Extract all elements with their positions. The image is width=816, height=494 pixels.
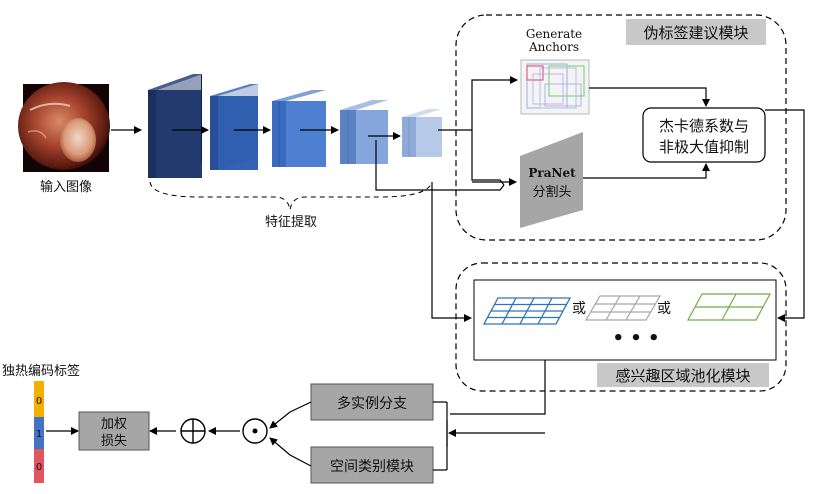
weighted-loss-label-1: 加权 xyxy=(101,416,127,432)
feature-block-3 xyxy=(272,90,326,167)
feature-extraction-brace xyxy=(149,181,433,211)
grid-ellipsis: • • • xyxy=(612,328,659,349)
pranet-label-2: 分割头 xyxy=(532,184,571,200)
roi-title: 感兴趣区域池化模块 xyxy=(615,367,750,385)
sum-icon xyxy=(180,418,206,444)
nms-box xyxy=(642,107,766,163)
one-hot-cell-2 xyxy=(34,449,44,483)
roi-pooling-module xyxy=(455,262,787,392)
one-hot-value-1: 1 xyxy=(36,429,42,440)
grid-2x2 xyxy=(686,293,772,321)
pseudo-label-arrows xyxy=(375,76,805,322)
pseudo-label-title: 伪标签建议模块 xyxy=(643,24,748,42)
one-hot-value-0: 0 xyxy=(36,396,42,407)
or-label-2: 或 xyxy=(657,301,671,317)
pseudo-label-module xyxy=(455,14,787,241)
spatial-category-label: 空间类别模块 xyxy=(330,459,414,475)
weighted-loss-label-2: 损失 xyxy=(101,434,127,449)
or-label-1: 或 xyxy=(572,301,586,317)
nms-label-1: 杰卡德系数与 xyxy=(659,117,749,135)
head-arrows xyxy=(46,360,546,471)
dot-product-icon xyxy=(242,418,268,444)
feature-block-5 xyxy=(402,109,442,157)
feature-block-1 xyxy=(148,74,202,178)
feature-arrows xyxy=(111,126,401,140)
feature-block-2 xyxy=(210,84,258,170)
multi-instance-box xyxy=(310,383,434,421)
nms-label-2: 非极大值抑制 xyxy=(659,138,749,156)
one-hot-value-2: 0 xyxy=(36,462,42,473)
multi-instance-label: 多实例分支 xyxy=(337,395,407,412)
grid-4x4 xyxy=(482,297,572,325)
anchors-image xyxy=(520,59,590,115)
one-hot-cell-0 xyxy=(34,381,44,417)
one-hot-title: 独热编码标签 xyxy=(2,363,80,379)
input-image-label: 输入图像 xyxy=(40,179,92,195)
feature-extraction-label: 特征提取 xyxy=(265,214,317,230)
roi-title-bg xyxy=(597,363,769,387)
spatial-category-box xyxy=(310,446,434,484)
generate-anchors-label-2: Anchors xyxy=(528,40,579,54)
grid-3x3 xyxy=(584,295,662,321)
one-hot-cell-1 xyxy=(34,417,44,449)
pranet-label-1: PraNet xyxy=(528,166,576,180)
generate-anchors-label-1: Generate xyxy=(526,27,582,41)
pseudo-label-title-bg xyxy=(626,19,766,45)
input-image xyxy=(18,82,110,172)
pranet-head xyxy=(520,132,583,228)
weighted-loss-box xyxy=(78,411,150,451)
feature-block-4 xyxy=(340,100,388,164)
